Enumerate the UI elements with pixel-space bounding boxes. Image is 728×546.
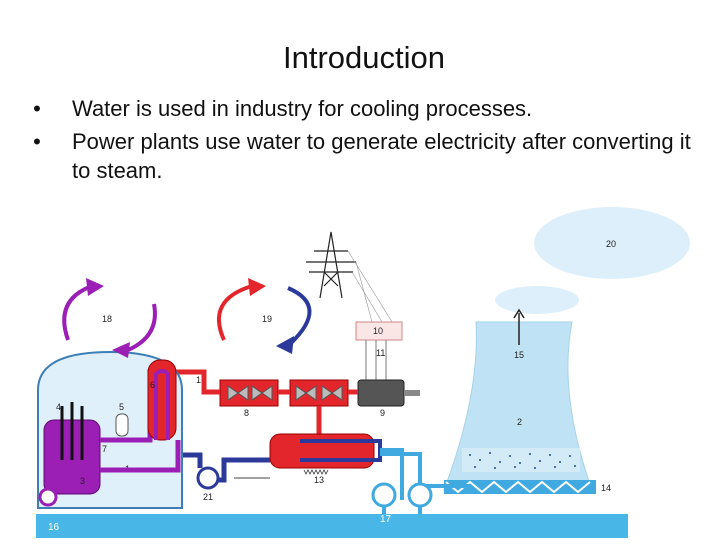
label-tower-interior: 2 xyxy=(517,417,522,427)
cooling-pump-a xyxy=(371,482,397,508)
control-rods xyxy=(60,402,84,460)
label-valves: 12 xyxy=(196,375,206,385)
vapor-puff xyxy=(495,286,579,314)
label-cloud: 20 xyxy=(606,239,616,249)
generator-shaft xyxy=(404,390,420,396)
truss-lines xyxy=(445,480,591,494)
secondary-arrowhead-b xyxy=(276,336,294,354)
label-feed-pump: 21 xyxy=(203,492,213,502)
power-lines xyxy=(347,250,393,323)
label-condenser: 13 xyxy=(314,475,324,485)
feed-pump xyxy=(196,466,220,490)
bullet-list: • Water is used in industry for cooling p… xyxy=(22,94,712,189)
bullet-text: Power plants use water to generate elect… xyxy=(72,129,691,183)
bullet-text: Water is used in industry for cooling pr… xyxy=(72,96,533,121)
tower-fill-truss xyxy=(444,480,596,494)
steam-generator-u-tube xyxy=(154,369,170,440)
cooling-water-loop xyxy=(380,448,470,500)
turbine-lp-blades xyxy=(295,385,343,401)
label-secondary-cycle: 19 xyxy=(262,314,272,324)
spray-zone xyxy=(462,448,580,472)
label-core-inner: 3 xyxy=(80,476,85,486)
spray-dots xyxy=(469,452,576,469)
cloud-shape xyxy=(534,207,690,279)
label-generator: 9 xyxy=(380,408,385,418)
label-pressurizer: 5 xyxy=(119,402,124,412)
bullet-item: • Water is used in industry for cooling p… xyxy=(22,94,712,123)
steam-pipe xyxy=(170,369,358,395)
generator-body xyxy=(357,379,405,407)
transformer-box xyxy=(355,321,403,341)
bullet-dot: • xyxy=(33,129,41,154)
label-tower-base: 14 xyxy=(601,483,611,493)
label-transformer-b: 11 xyxy=(376,348,385,358)
label-transformer: 10 xyxy=(373,326,383,336)
primary-arrowhead-b xyxy=(112,342,130,358)
label-turbine: 8 xyxy=(244,408,249,418)
label-primary-cycle: 18 xyxy=(102,314,112,324)
label-vapor-plume: 15 xyxy=(514,350,524,360)
bullet-dot: • xyxy=(33,96,41,121)
label-cooling-pump: 17 xyxy=(380,514,392,525)
pressurizer xyxy=(115,413,129,437)
return-water-pipe xyxy=(173,440,270,483)
primary-cycle-arrows xyxy=(62,284,157,352)
label-steam-generator: 6 xyxy=(150,380,155,390)
primary-arrowhead xyxy=(86,278,104,296)
bullet-item: • Power plants use water to generate elec… xyxy=(22,127,712,185)
turbine-hp-blades xyxy=(227,385,273,401)
primary-pump xyxy=(38,487,58,507)
cooling-pump-b xyxy=(407,482,433,508)
slide-title: Introduction xyxy=(283,40,445,75)
pump-stem xyxy=(382,506,422,514)
transmission-pylon xyxy=(306,231,356,299)
transformer-wires xyxy=(365,340,387,380)
secondary-cycle-arrows xyxy=(216,284,312,346)
secondary-arrowhead xyxy=(248,278,266,296)
vapor-arrow-head xyxy=(513,308,525,319)
water-source-bar xyxy=(36,514,628,538)
condenser-heat xyxy=(303,469,329,475)
label-control-rods: 4 xyxy=(56,402,61,412)
label-reactor-vessel: 7 xyxy=(102,444,107,454)
label-water-source: 16 xyxy=(48,522,60,533)
